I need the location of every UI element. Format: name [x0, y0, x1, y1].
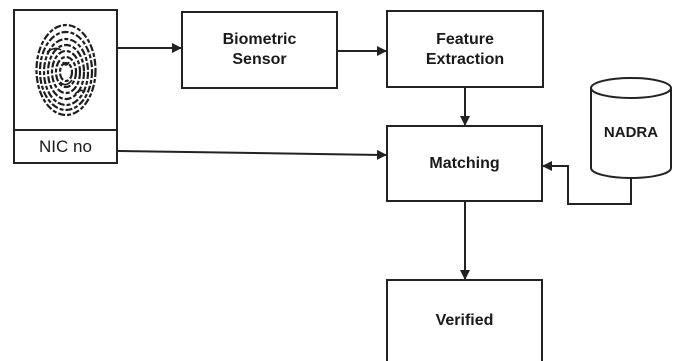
matching-label: Matching — [429, 154, 500, 172]
biometric-sensor-box: Biometric Sensor — [181, 11, 338, 89]
nic-number-label: NIC no — [39, 136, 92, 156]
database-label: NADRA — [603, 124, 659, 141]
matching-box: Matching — [386, 125, 543, 202]
feature-extraction-label: Feature Extraction — [425, 31, 505, 68]
biometric-sensor-label: Biometric Sensor — [222, 31, 297, 68]
database-cylinder-icon — [590, 77, 672, 179]
verified-label: Verified — [435, 312, 494, 329]
fingerprint-area — [15, 11, 116, 131]
arrow-nic-to-matching — [117, 149, 387, 160]
arrow-database-to-matching — [542, 161, 632, 205]
verified-box: Verified — [386, 279, 543, 361]
fingerprint-icon — [34, 23, 97, 117]
fingerprint-input-card: NIC no — [13, 9, 118, 164]
feature-extraction-box: Feature Extraction — [386, 10, 544, 88]
